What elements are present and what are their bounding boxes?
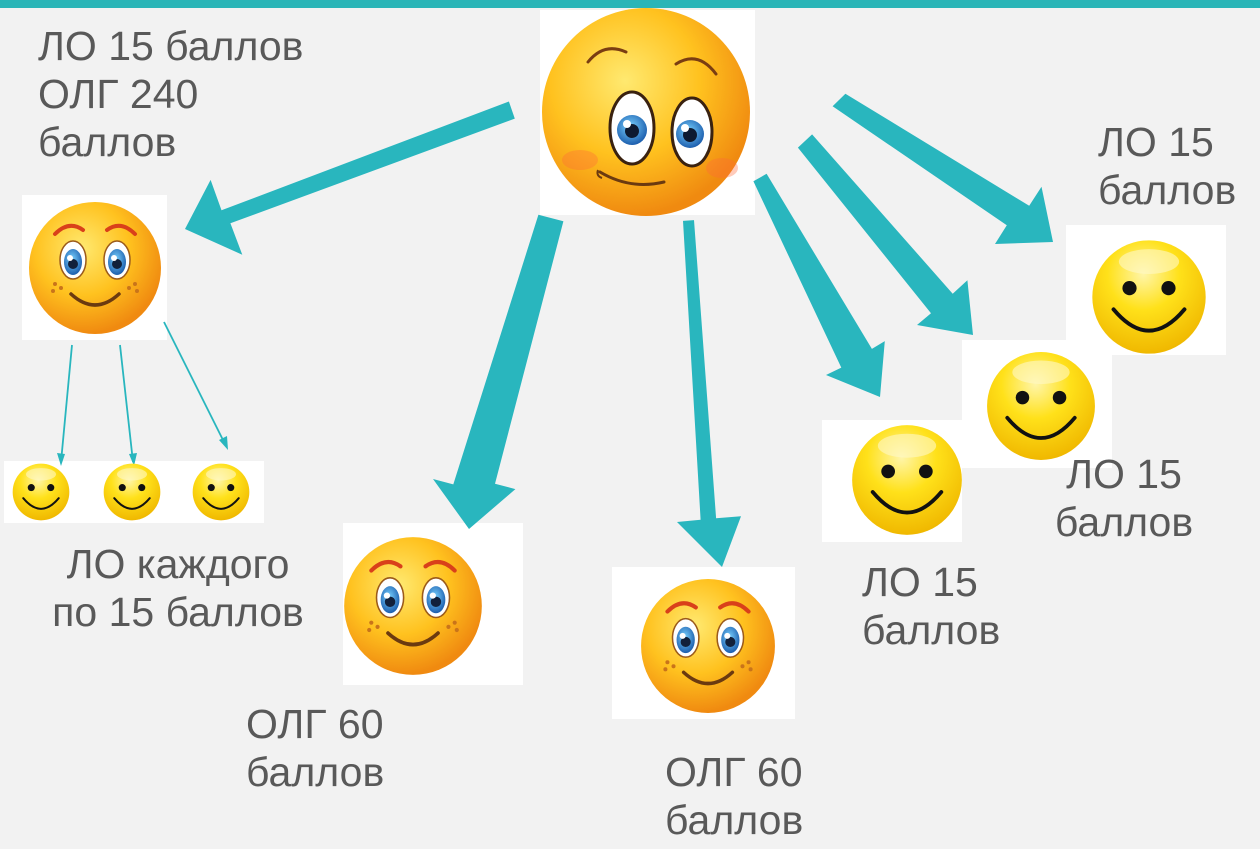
sub-arrows — [57, 321, 228, 466]
label-top-left: ЛО 15 баллов ОЛГ 240 баллов — [38, 23, 304, 165]
sub-arrow-1-head — [57, 453, 65, 466]
freckled-smiley-icon-right — [641, 579, 775, 713]
label-olg-left: ОЛГ 60 баллов — [246, 701, 385, 795]
arrow-to-member-3 — [753, 173, 885, 397]
simple-smiley-icon-sub-2 — [102, 462, 162, 522]
sub-arrow-3-head — [219, 436, 228, 450]
label-top-right: ЛО 15 баллов — [1098, 119, 1237, 213]
label-lo-mid: ЛО 15 баллов — [862, 559, 1001, 653]
arrow-to-member-2 — [797, 134, 973, 335]
freckled-smiley-icon-mid — [344, 537, 482, 675]
sub-arrow-3 — [163, 321, 227, 447]
simple-smiley-icon-1 — [1090, 238, 1208, 356]
simple-smiley-icon-2 — [985, 350, 1097, 462]
simple-smiley-icon-3 — [850, 423, 964, 537]
arrow-to-mid-leader — [433, 214, 564, 530]
simple-smiley-icon-sub-1 — [11, 462, 71, 522]
arrows — [185, 93, 1053, 567]
freckled-smiley-icon-left — [27, 200, 163, 336]
surprised-emoji-icon — [542, 8, 750, 216]
label-olg-right: ОЛГ 60 баллов — [665, 749, 804, 843]
label-lo-right: ЛО 15 баллов — [1054, 451, 1194, 545]
arrow-to-left-leader — [185, 101, 515, 255]
sub-arrow-2-head — [129, 453, 137, 466]
sub-arrow-2 — [119, 344, 134, 463]
simple-smiley-icon-sub-3 — [191, 462, 251, 522]
sub-arrow-1 — [60, 344, 73, 463]
label-sub-group: ЛО каждого по 15 баллов — [52, 541, 304, 635]
arrow-to-right-leader — [677, 220, 741, 567]
arrow-to-member-1 — [832, 93, 1053, 244]
accent-bar — [0, 0, 1260, 8]
